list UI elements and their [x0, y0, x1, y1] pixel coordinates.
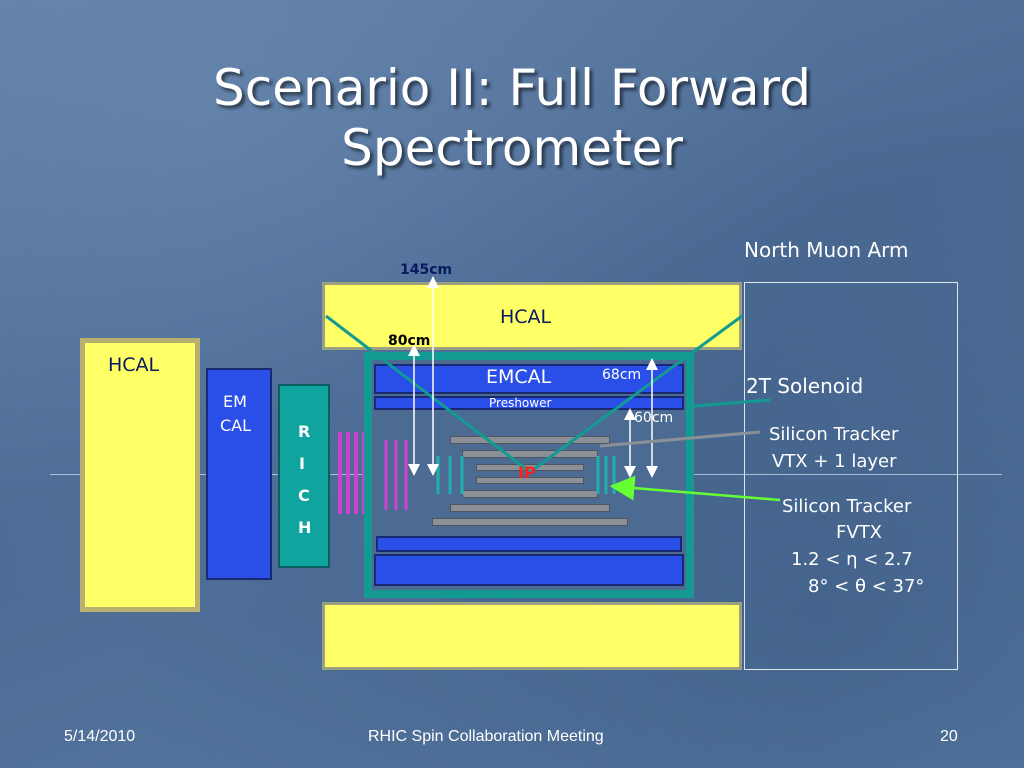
- bottom-emcal-bar: [374, 554, 684, 586]
- em-cal-label-2: CAL: [220, 416, 252, 435]
- acceptance-line-right: [529, 314, 743, 474]
- em-cal-block: [206, 368, 272, 580]
- footer-meeting: RHIC Spin Collaboration Meeting: [368, 728, 604, 745]
- dim-80-label: 80cm: [388, 333, 431, 349]
- theta-range-label: 8° < θ < 37°: [808, 576, 925, 597]
- silicon-layer-7: [432, 518, 628, 526]
- preshower-label: Preshower: [489, 396, 552, 410]
- slide-title-line-2: Spectrometer: [341, 119, 683, 177]
- hcal-left-block: [80, 338, 200, 612]
- magenta-station-2: [346, 432, 350, 514]
- dim-145-label: 145cm: [400, 262, 453, 278]
- slide-title: Scenario II: Full Forward Spectrometer: [0, 58, 1024, 178]
- silicon-fvtx-label-2: FVTX: [836, 522, 882, 543]
- slide-title-line-1: Scenario II: Full Forward: [213, 59, 811, 117]
- rich-block: [278, 384, 330, 568]
- silicon-vtx-label-1: Silicon Tracker: [769, 424, 899, 445]
- north-muon-arm-box: [744, 282, 958, 670]
- fvtx-pointer: [609, 475, 781, 502]
- hcal-top-label: HCAL: [500, 306, 552, 328]
- rich-letter-i: I: [299, 454, 305, 473]
- hcal-left-label: HCAL: [108, 354, 160, 376]
- footer-page-number: 20: [940, 728, 958, 745]
- magenta-station-3: [354, 432, 358, 514]
- em-cal-label-1: EM: [223, 392, 247, 411]
- dim-68-label: 68cm: [602, 367, 642, 383]
- rich-letter-c: C: [298, 486, 310, 505]
- rich-letter-r: R: [298, 422, 311, 441]
- vtx-pointer: [599, 430, 761, 448]
- emcal-label: EMCAL: [486, 366, 552, 388]
- silicon-layer-6: [450, 504, 610, 512]
- hcal-bottom-block: [322, 602, 742, 670]
- solenoid-label: 2T Solenoid: [746, 374, 864, 398]
- north-muon-arm-label: North Muon Arm: [744, 238, 909, 262]
- bottom-preshower-bar: [376, 536, 682, 552]
- dim-60-label: 60cm: [634, 410, 674, 426]
- silicon-layer-4: [476, 477, 584, 484]
- solenoid-pointer: [693, 398, 771, 408]
- rich-letter-h: H: [298, 518, 312, 537]
- silicon-layer-1: [450, 436, 610, 444]
- emcal-bar: [374, 364, 684, 394]
- magenta-station-1: [338, 432, 342, 514]
- silicon-layer-2: [462, 450, 598, 458]
- footer-date: 5/14/2010: [64, 728, 136, 745]
- eta-range-label: 1.2 < η < 2.7: [791, 549, 913, 570]
- hcal-top-block: [322, 282, 742, 350]
- silicon-fvtx-label-1: Silicon Tracker: [782, 496, 912, 517]
- ip-label: IP: [518, 463, 536, 482]
- preshower-bar: [374, 396, 684, 410]
- silicon-vtx-label-2: VTX + 1 layer: [772, 451, 897, 472]
